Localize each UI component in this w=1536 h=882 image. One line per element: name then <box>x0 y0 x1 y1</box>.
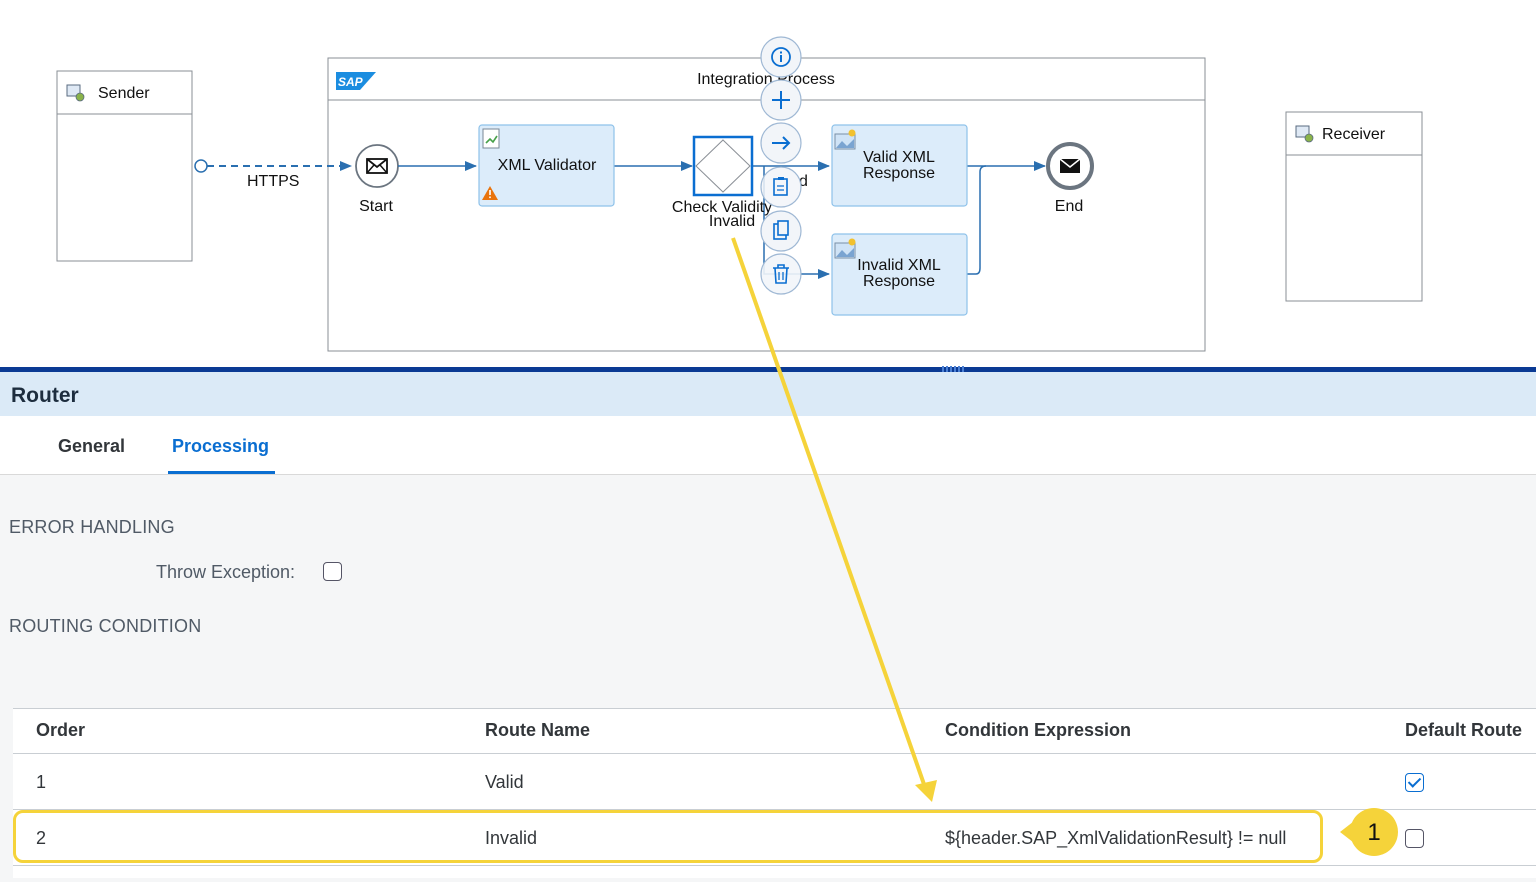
plus-icon[interactable] <box>760 79 802 121</box>
route-condition[interactable]: ${header.SAP_XmlValidationResult} != nul… <box>945 828 1287 848</box>
arrow-right-icon[interactable] <box>760 122 802 164</box>
router-label: Check Validity <box>672 199 772 216</box>
error-handling-title: ERROR HANDLING <box>9 517 175 537</box>
warning-icon <box>482 186 498 200</box>
xml-validator-step[interactable]: XML Validator <box>478 124 615 207</box>
throw-exception-checkbox[interactable] <box>323 562 342 581</box>
route-invalid-label: Invalid <box>709 213 755 230</box>
content-modifier-icon <box>834 129 856 150</box>
table-row[interactable]: 1 Valid <box>13 754 1536 809</box>
callout-badge: 1 <box>1340 808 1398 856</box>
default-route-checkbox[interactable] <box>1405 773 1424 792</box>
receiver-label: Receiver <box>1322 126 1386 143</box>
routing-condition-title: ROUTING CONDITION <box>9 616 202 636</box>
route-order: 1 <box>36 772 47 792</box>
info-icon[interactable] <box>760 36 802 78</box>
xml-validator-label: XML Validator <box>498 157 597 174</box>
default-route-checkbox[interactable] <box>1405 829 1424 848</box>
start-label: Start <box>359 198 393 215</box>
tab-processing[interactable]: Processing <box>172 436 270 456</box>
throw-exception-label: Throw Exception: <box>156 562 296 582</box>
https-connection[interactable]: HTTPS <box>194 159 352 190</box>
clipboard-icon[interactable] <box>760 210 802 252</box>
route-valid-label-partial: d <box>799 173 808 190</box>
properties-header: Router <box>0 372 1536 416</box>
invalid-xml-response-step[interactable]: Invalid XML Response <box>831 233 968 316</box>
sequence-flow-merge[interactable] <box>967 165 987 275</box>
trash-icon[interactable] <box>760 253 802 295</box>
routing-conditions-table: Order Route Name Condition Expression De… <box>13 708 1536 878</box>
end-event[interactable]: End <box>1046 142 1094 215</box>
sender-label: Sender <box>98 85 150 102</box>
sap-logo-text: SAP <box>338 75 364 89</box>
active-tab-indicator <box>168 471 275 474</box>
splitter-grip[interactable] <box>942 366 964 372</box>
start-event[interactable]: Start <box>355 144 399 215</box>
route-name[interactable]: Invalid <box>485 828 538 848</box>
process-title: Integration Process <box>697 71 835 88</box>
table-row[interactable]: 2 Invalid ${header.SAP_XmlValidationResu… <box>13 810 1536 865</box>
invalid-response-label-line2: Response <box>863 273 935 290</box>
router-gateway[interactable]: Check Validity Invalid d <box>672 135 808 230</box>
integration-flow-canvas[interactable]: Sender Receiver SAP Integration Process <box>0 0 1536 368</box>
valid-xml-response-step[interactable]: Valid XML Response <box>831 124 968 207</box>
sender-participant[interactable]: Sender <box>56 70 193 262</box>
properties-tabbar: General Processing <box>0 416 1536 475</box>
end-label: End <box>1055 198 1083 215</box>
valid-response-label-line2: Response <box>863 165 935 182</box>
column-header-route-name[interactable]: Route Name <box>485 720 591 740</box>
receiver-participant[interactable]: Receiver <box>1285 111 1423 302</box>
tab-general[interactable]: General <box>58 436 126 456</box>
callout-number: 1 <box>1367 819 1380 846</box>
route-order: 2 <box>36 828 47 848</box>
https-label: HTTPS <box>247 173 299 190</box>
system-icon <box>66 84 85 102</box>
envelope-icon <box>366 158 388 174</box>
invalid-response-label-line1: Invalid XML <box>857 257 941 274</box>
valid-response-label-line1: Valid XML <box>863 149 935 166</box>
envelope-filled-icon <box>1059 158 1081 173</box>
route-name[interactable]: Valid <box>485 772 524 792</box>
sap-logo: SAP <box>336 72 376 90</box>
column-header-condition[interactable]: Condition Expression <box>945 720 1132 740</box>
column-header-order[interactable]: Order <box>36 720 86 740</box>
highlight-box <box>13 810 1323 863</box>
validator-icon <box>482 128 500 149</box>
system-icon <box>1295 125 1314 143</box>
properties-title: Router <box>11 384 79 407</box>
paste-icon[interactable] <box>760 166 802 208</box>
column-header-default-route[interactable]: Default Route <box>1405 720 1522 740</box>
